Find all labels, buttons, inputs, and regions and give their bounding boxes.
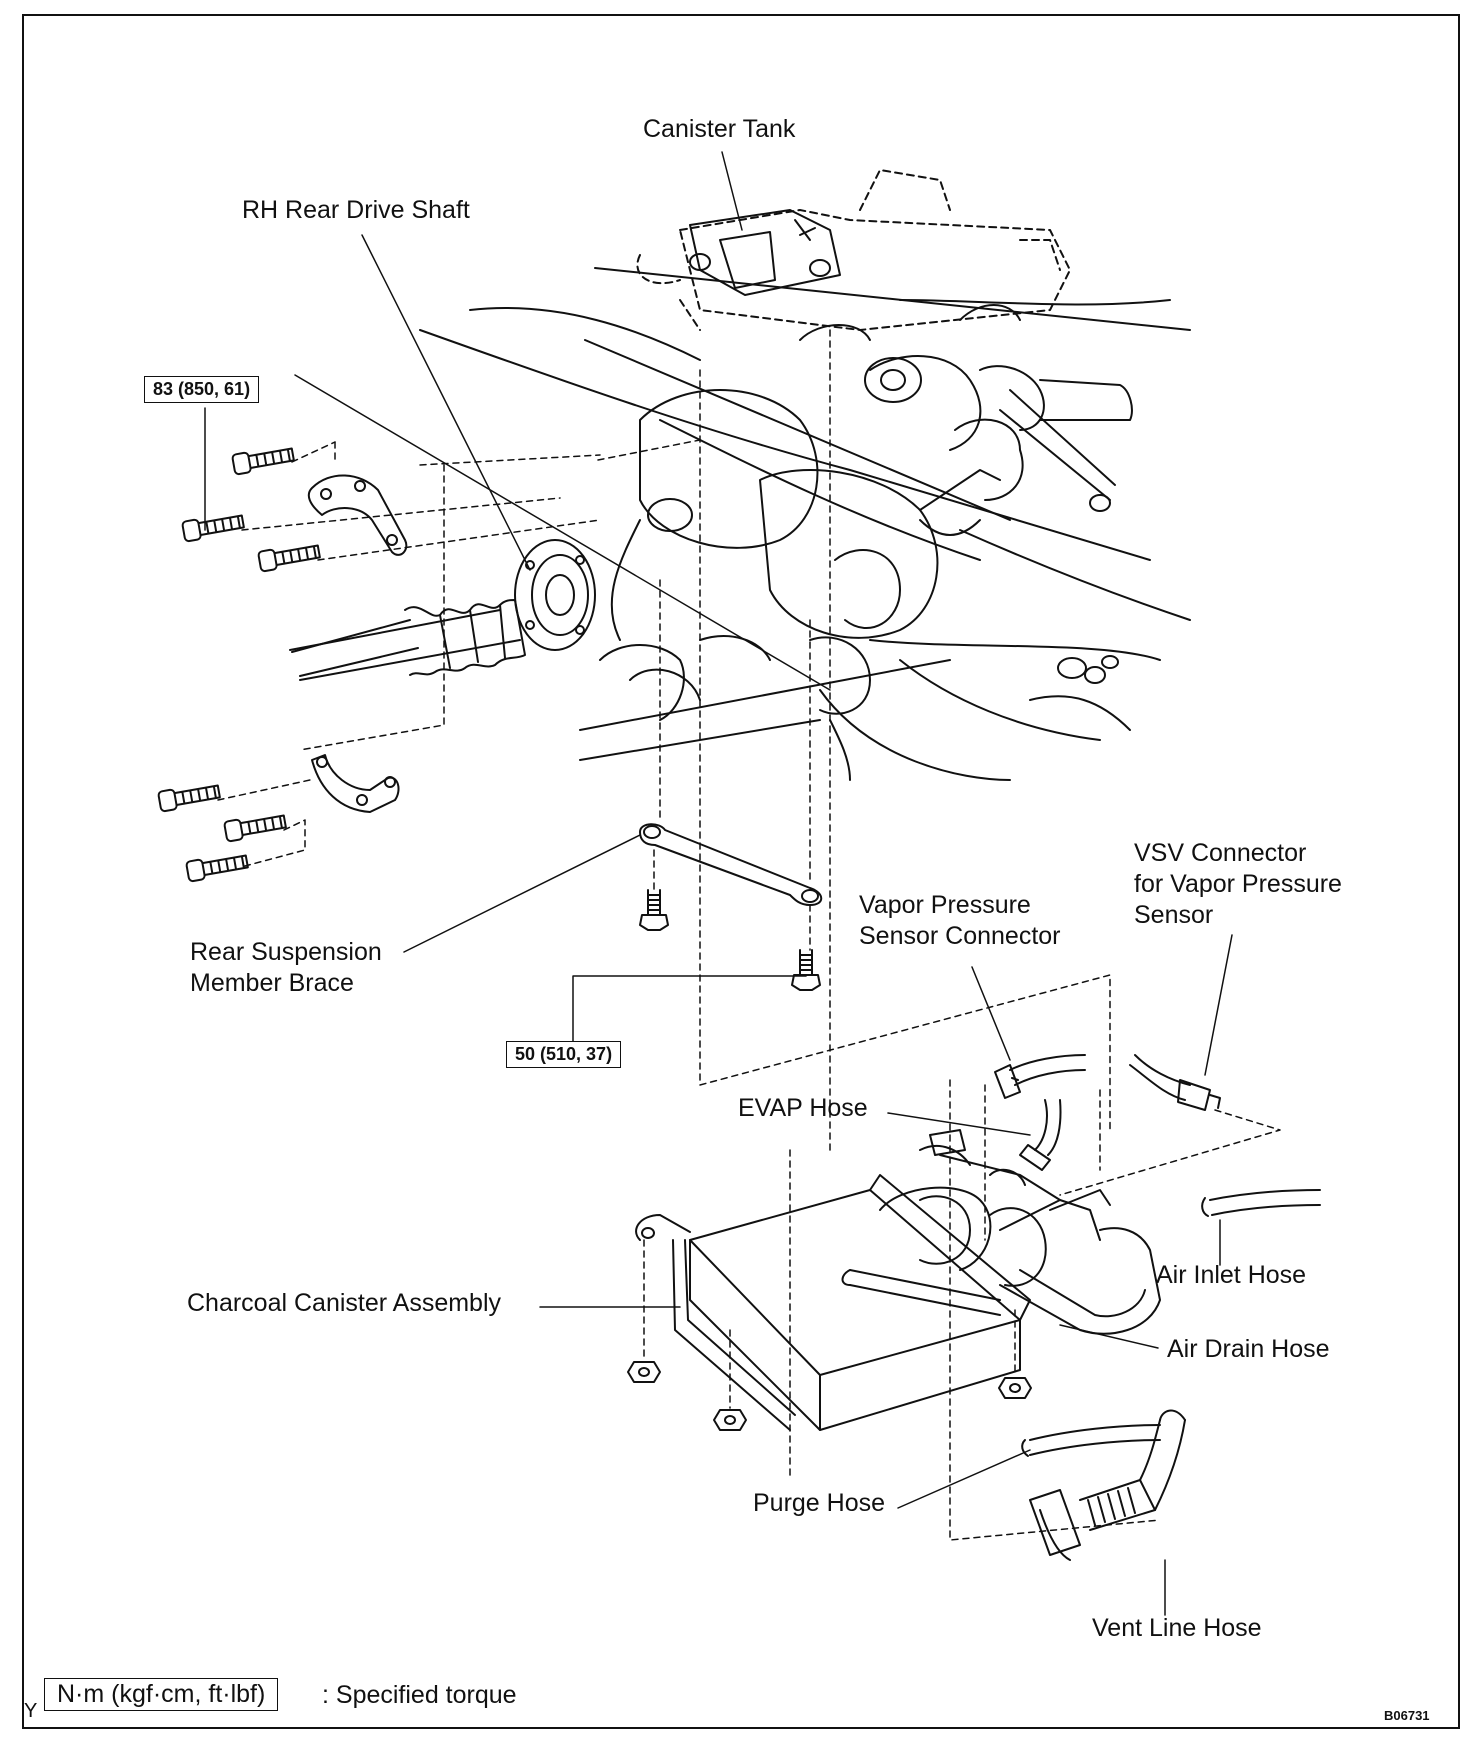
charcoal-canister-assembly-label: Charcoal Canister Assembly — [187, 1289, 502, 1317]
rh-rear-drive-shaft-label: RH Rear Drive Shaft — [242, 196, 470, 224]
washer-plates — [307, 474, 408, 813]
rear-suspension-member-brace-label: Rear Suspension Member Brace — [190, 937, 382, 999]
diagram-frame — [22, 14, 1460, 1729]
legend-unit-box: N·m (kgf·cm, ft·lbf) — [44, 1678, 279, 1711]
air-inlet-hose-label: Air Inlet Hose — [1156, 1261, 1307, 1289]
suspension-components — [599, 304, 1133, 781]
hoses — [994, 1054, 1321, 1561]
vsv-line-2: for Vapor Pressure — [1134, 870, 1342, 898]
canister-dashed-guides — [643, 1239, 1016, 1409]
charcoal-canister — [635, 1129, 1161, 1431]
brace-label-line-2: Member Brace — [190, 969, 354, 997]
vp-connector-line-2: Sensor Connector — [859, 922, 1061, 950]
bolt-dashed-guides — [217, 439, 701, 867]
legend-marker: Y — [24, 1700, 38, 1722]
evap-hose-label: EVAP Hose — [738, 1094, 868, 1122]
canister-tank-bracket — [689, 209, 841, 296]
purge-hose-label: Purge Hose — [753, 1489, 886, 1517]
vehicle-frame-lines — [289, 267, 1191, 781]
vapor-pressure-sensor-connector-label: Vapor Pressure Sensor Connector — [859, 890, 1061, 952]
drive-shaft-bolts — [157, 447, 321, 883]
brace-dashed-guides — [653, 329, 1161, 1541]
brace-bolt-torque: 50 (510, 37) — [506, 1041, 622, 1068]
air-drain-hose-label: Air Drain Hose — [1167, 1335, 1330, 1363]
figure-code: B06731 — [1384, 1708, 1430, 1723]
drive-shaft-bolt-torque: 83 (850, 61) — [144, 376, 260, 403]
vsv-connector-label: VSV Connector for Vapor Pressure Sensor — [1134, 838, 1342, 931]
vsv-line-3: Sensor — [1134, 901, 1214, 929]
legend-text: : Specified torque — [322, 1681, 517, 1709]
vp-connector-line-1: Vapor Pressure — [859, 891, 1031, 919]
vsv-line-1: VSV Connector — [1134, 839, 1307, 867]
hose-dashed-guides — [984, 1084, 1281, 1241]
leader-lines — [204, 151, 1233, 1616]
vent-line-hose-label: Vent Line Hose — [1092, 1614, 1262, 1642]
canister-tank-label: Canister Tank — [643, 115, 796, 143]
member-brace — [639, 823, 823, 991]
canister-nuts — [627, 1361, 1032, 1431]
canister-tank — [636, 169, 1071, 331]
brace-label-line-1: Rear Suspension — [190, 938, 382, 966]
